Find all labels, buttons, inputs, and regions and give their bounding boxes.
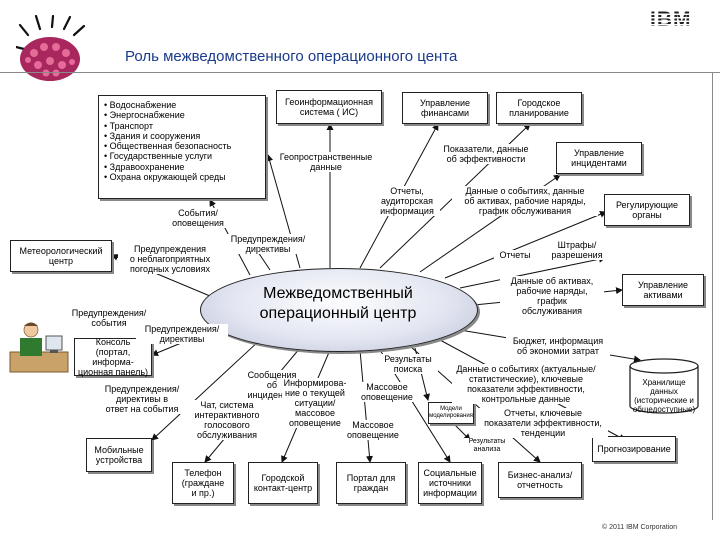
label-reports: Отчеты: [494, 250, 536, 260]
phone-box: Телефон (граждане и пр.): [172, 462, 234, 504]
label-analysis-results: Результаты анализа: [462, 438, 512, 454]
analysis-models-box: Модели моделирования: [428, 402, 474, 424]
sector-item: Транспорт: [104, 121, 260, 131]
label-events-alerts: События/ оповещения: [166, 208, 230, 228]
sector-item: Здания и сооружения: [104, 131, 260, 141]
label-fines: Штрафы/ разрешения: [546, 240, 608, 260]
forecasting-box: Прогнозирование: [592, 436, 676, 462]
label-mass-alert-bottom: Массовое оповещение: [342, 420, 404, 440]
label-mass-alert-top: Массовое оповещение: [360, 382, 414, 402]
contact-center-box: Городской контакт-центр: [248, 462, 318, 504]
sector-item: Водоснабжение: [104, 100, 260, 110]
data-storage-label: Хранилище данных (исторические и общедос…: [630, 378, 698, 414]
label-event-data: Данные о событиях, данные об активах, ра…: [452, 186, 598, 216]
business-analysis-box: Бизнес-анализ/ отчетность: [498, 462, 582, 498]
sector-item: Государственные услуги: [104, 151, 260, 161]
gis-box: Геоинформационная система ( ИС): [276, 90, 382, 124]
label-warnings-directives-left: Предупреждения/ директивы: [136, 324, 228, 344]
label-budget: Бюджет, информация об экономии затрат: [506, 336, 610, 356]
center-label: Межведомственный операционный центр: [200, 284, 476, 324]
label-weather-warnings: Предупреждения о неблагоприятных погодны…: [118, 244, 222, 274]
label-event-data-actual: Данные о событиях (актуальные/ статистич…: [452, 364, 600, 404]
copyright: © 2011 IBM Corporation: [602, 524, 677, 531]
label-geospatial: Геопространственные данные: [278, 152, 374, 172]
weather-center-box: Метеорологический центр: [10, 240, 112, 272]
incidents-box: Управление инцидентами: [556, 142, 642, 174]
label-reports-kpi: Отчеты, ключевые показатели эффективност…: [478, 408, 608, 438]
label-search-results: Результаты поиска: [378, 354, 438, 374]
sector-item: Энергоснабжение: [104, 110, 260, 120]
label-indicators: Показатели, данные об эффективности: [432, 144, 540, 164]
sector-item: Здравоохранение: [104, 162, 260, 172]
label-warnings-directives-top: Предупреждения/ директивы: [224, 234, 312, 254]
regulators-box: Регулирующие органы: [604, 194, 690, 226]
citizen-portal-box: Портал для граждан: [336, 462, 406, 504]
city-planning-box: Городское планирование: [496, 92, 582, 124]
mobile-box: Мобильные устройства: [86, 438, 152, 472]
sectors-list: Водоснабжение Энергоснабжение Транспорт …: [98, 95, 266, 199]
sector-item: Общественная безопасность: [104, 141, 260, 151]
finance-box: Управление финансами: [402, 92, 488, 124]
label-chat: Чат, система интерактивного голосового о…: [184, 400, 270, 440]
social-sources-box: Социальные источники информации: [418, 462, 482, 504]
assets-box: Управление активами: [622, 274, 704, 306]
label-situation-info: Информирова- ние о текущей ситуации/ мас…: [282, 378, 348, 428]
label-reports-audit: Отчеты, аудиторская информация: [374, 186, 440, 216]
label-warnings-directives-events: Предупреждения/ директивы в ответ на соб…: [96, 384, 188, 414]
label-asset-data: Данные об активах, рабочие наряды, графи…: [500, 276, 604, 316]
sector-item: Охрана окружающей среды: [104, 172, 260, 182]
